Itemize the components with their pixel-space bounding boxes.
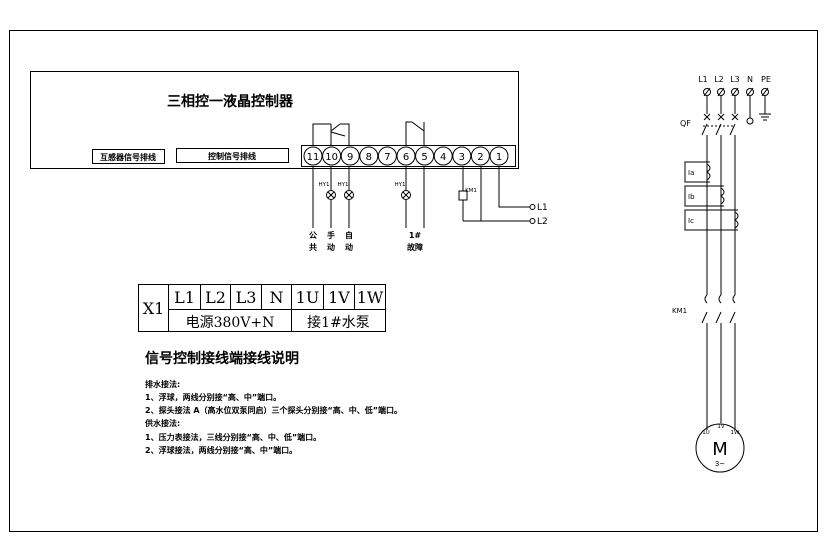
ct-c-label: Ic (688, 217, 694, 225)
instructions-heading: 信号控制接线端接线说明 (145, 350, 299, 367)
supply-l3-label: L3 (730, 75, 740, 84)
instruction-line: 2、浮球接法，两线分别接“高、中”端口。 (145, 445, 297, 455)
table-col-1w: 1W (357, 288, 384, 307)
control-signal-cable-box (176, 148, 289, 163)
terminal-list: 11 10 9 8 7 6 5 4 3 2 1 (303, 146, 509, 166)
supply-pe-label: PE (761, 75, 771, 84)
terminal-9 (340, 146, 360, 166)
table-row-head: X1 (143, 299, 165, 318)
terminal-label-11: 11 (307, 152, 320, 163)
instruction-line: 1、压力表接法，三线分别接“高、中、低”端口。 (145, 432, 321, 442)
table-col-l2: L2 (205, 288, 226, 307)
function-labels: 公 共 手 动 自 动 1# 故障 (309, 230, 423, 252)
ct-signal-cable-label: 互感器信号排线 (100, 152, 156, 162)
label-manual-1: 手 (327, 230, 335, 240)
label-common-2: 共 (309, 242, 317, 252)
lamp-hy1-b-label: HY1 (338, 182, 349, 188)
lamp-hy1-c-label: HY1 (395, 182, 406, 188)
line-l2-label: L2 (537, 217, 548, 227)
instruction-line: 1、浮球，两线分别接“高、中”端口。 (145, 392, 281, 402)
terminal-6 (396, 146, 416, 166)
terminal-label-9: 9 (347, 152, 353, 163)
line-l1-label: L1 (537, 203, 548, 213)
terminal-2 (470, 146, 490, 166)
terminal-1 (489, 146, 509, 166)
ct-a-label: Ia (688, 169, 694, 177)
terminal-label-3: 3 (459, 152, 465, 163)
terminal-label-2: 2 (477, 152, 483, 163)
table-pump-label: 接1#水泵 (307, 314, 370, 331)
motor-terminal-1v: 1V (717, 424, 724, 430)
supply-l2-label: L2 (714, 75, 724, 84)
label-auto-1: 自 (345, 230, 353, 240)
contactor-label: KM1 (672, 307, 687, 315)
instruction-line: 2、探头接法 A（高水位双泵同启）三个探头分别接“高、中、低”端口。 (145, 405, 402, 415)
controller-box: 三相控一液晶控制器 互感器信号排线 控制信号排线 11 10 9 8 7 6 5 4 3 2 1 (30, 71, 519, 169)
instruction-line: 供水接法: (144, 418, 180, 428)
label-fault: 故障 (407, 242, 423, 252)
control-wiring (312, 167, 530, 228)
terminal-label-8: 8 (366, 152, 372, 163)
motor-phase: 3~ (715, 460, 725, 468)
instruction-line: 排水接法: (145, 379, 180, 389)
terminal-3 (452, 146, 472, 166)
control-signal-cable-label: 控制信号排线 (208, 151, 256, 161)
motor-symbol: M (712, 439, 728, 460)
terminal-7 (377, 146, 397, 166)
table-col-n: N (270, 288, 284, 307)
main-circuit (684, 87, 771, 473)
terminal-label-7: 7 (384, 152, 390, 163)
terminal-label-6: 6 (403, 152, 409, 163)
supply-n-label: N (747, 75, 753, 84)
terminal-label-4: 4 (440, 152, 446, 163)
table-col-l1: L1 (174, 288, 195, 307)
instructions-list: 排水接法: 1、浮球，两线分别接“高、中”端口。 2、探头接法 A（高水位双泵同… (144, 379, 402, 455)
main-circuit-labels: L1 L2 L3 N PE QF Ia Ib Ic KM1 1U 1V 1W M… (672, 75, 771, 468)
table-col-1v: 1V (328, 288, 350, 307)
lamp-hy1-a-label: HY1 (319, 182, 330, 188)
label-auto-2: 动 (345, 242, 353, 252)
terminal-10 (322, 146, 342, 166)
table-power-label: 电源380V+N (186, 315, 275, 331)
label-manual-2: 动 (327, 242, 335, 252)
label-fault-num: 1# (409, 231, 422, 240)
table-col-l3: L3 (236, 288, 257, 307)
table-col-1u: 1U (296, 288, 320, 307)
motor-terminal-1u: 1U (702, 430, 710, 436)
drawing-frame (9, 30, 818, 532)
supply-l1-label: L1 (698, 75, 708, 84)
terminal-11 (303, 146, 323, 166)
terminal-8 (359, 146, 379, 166)
km1-coil-label: KM1 (465, 188, 477, 194)
controller-title: 三相控一液晶控制器 (167, 93, 294, 110)
terminal-strip (301, 145, 516, 167)
terminal-label-10: 10 (325, 152, 338, 163)
terminal-4 (433, 146, 453, 166)
terminal-5 (415, 146, 435, 166)
label-common-1: 公 (309, 231, 317, 240)
terminal-label-1: 1 (496, 152, 502, 163)
indicator-lamps (326, 190, 536, 224)
terminal-label-5: 5 (421, 152, 427, 163)
motor-terminal-1w: 1W (731, 430, 740, 436)
relay-contacts (312, 121, 425, 145)
breaker-label: QF (680, 119, 691, 128)
ct-b-label: Ib (688, 193, 695, 201)
terminal-table (138, 284, 386, 332)
ct-signal-cable-box (92, 149, 165, 164)
